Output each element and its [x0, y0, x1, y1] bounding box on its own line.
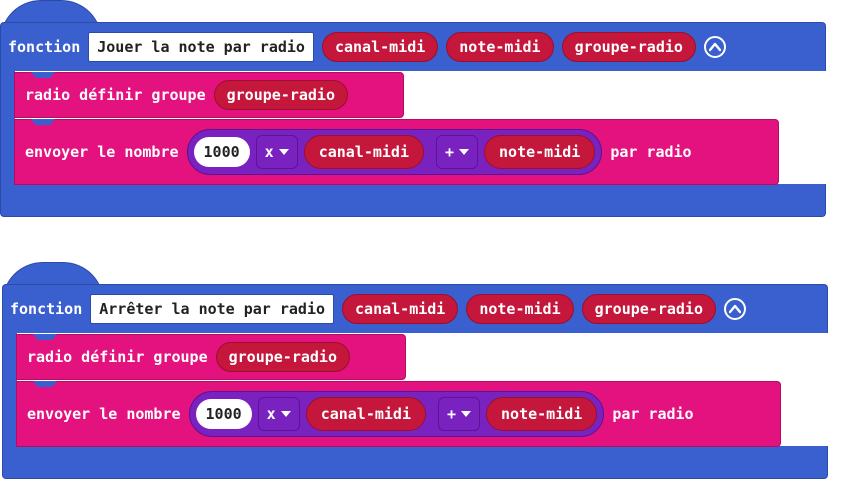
radio-send-number-block[interactable]: envoyer le nombre 1000 x canal-midi + no… [16, 381, 781, 447]
block-notch [33, 381, 57, 387]
operator-symbol: + [447, 405, 457, 423]
math-expression[interactable]: 1000 x canal-midi + note-midi [186, 129, 603, 175]
function-param-canal-midi[interactable]: canal-midi [342, 294, 459, 324]
function-keyword: fonction [10, 300, 83, 318]
variable-canal-midi[interactable]: canal-midi [303, 135, 424, 169]
function-param-groupe-radio[interactable]: groupe-radio [581, 294, 716, 324]
number-input[interactable]: 1000 [195, 399, 252, 429]
variable-note-midi[interactable]: note-midi [486, 397, 598, 431]
function-footer [2, 446, 828, 479]
caret-down-icon [461, 411, 472, 417]
radio-set-group-block[interactable]: radio définir groupe groupe-radio [16, 334, 406, 380]
function-body-bar [2, 332, 17, 452]
radio-set-group-label: radio définir groupe [27, 348, 208, 366]
function-param-groupe-radio[interactable]: groupe-radio [561, 32, 696, 62]
variable-note-midi[interactable]: note-midi [484, 135, 596, 169]
number-input[interactable]: 1000 [193, 137, 250, 167]
function-header-row: fonction Arrêter la note par radio canal… [10, 292, 746, 326]
operator-symbol: x [264, 143, 274, 161]
operator-symbol: + [445, 143, 455, 161]
caret-down-icon [280, 411, 291, 417]
function-header-row: fonction Jouer la note par radio canal-m… [8, 30, 726, 64]
radio-send-number-block[interactable]: envoyer le nombre 1000 x canal-midi + no… [14, 119, 779, 185]
function-param-note-midi[interactable]: note-midi [446, 32, 554, 62]
function-body-bar [0, 70, 15, 190]
math-expression[interactable]: 1000 x canal-midi + note-midi [188, 391, 605, 437]
block-notch [33, 334, 57, 340]
plus-operator-dropdown[interactable]: + [438, 397, 481, 431]
variable-canal-midi[interactable]: canal-midi [305, 397, 426, 431]
block-notch [31, 72, 55, 78]
send-number-label: envoyer le nombre [25, 143, 179, 161]
send-suffix-label: par radio [612, 405, 694, 423]
function-param-canal-midi[interactable]: canal-midi [321, 32, 439, 62]
caret-down-icon [459, 149, 470, 155]
set-group-value[interactable]: groupe-radio [213, 80, 348, 110]
function-keyword: fonction [8, 38, 81, 56]
plus-operator-dropdown[interactable]: + [436, 135, 479, 169]
function-name-field[interactable]: Jouer la note par radio [88, 32, 314, 62]
multiply-operator-dropdown[interactable]: x [257, 397, 300, 431]
caret-down-icon [278, 149, 289, 155]
function-param-note-midi[interactable]: note-midi [466, 294, 574, 324]
set-group-value[interactable]: groupe-radio [215, 342, 350, 372]
block-notch [31, 119, 55, 125]
function-name-field[interactable]: Arrêter la note par radio [90, 294, 335, 324]
multiply-operator-dropdown[interactable]: x [255, 135, 298, 169]
send-suffix-label: par radio [610, 143, 692, 161]
radio-set-group-block[interactable]: radio définir groupe groupe-radio [14, 72, 404, 118]
function-block[interactable]: fonction Jouer la note par radio canal-m… [0, 0, 826, 220]
function-block[interactable]: fonction Arrêter la note par radio canal… [2, 262, 828, 479]
send-number-label: envoyer le nombre [27, 405, 181, 423]
radio-set-group-label: radio définir groupe [25, 86, 206, 104]
function-footer [0, 184, 826, 217]
operator-symbol: x [266, 405, 276, 423]
chevron-up-circle-icon[interactable] [724, 298, 746, 320]
chevron-up-circle-icon[interactable] [703, 36, 726, 58]
